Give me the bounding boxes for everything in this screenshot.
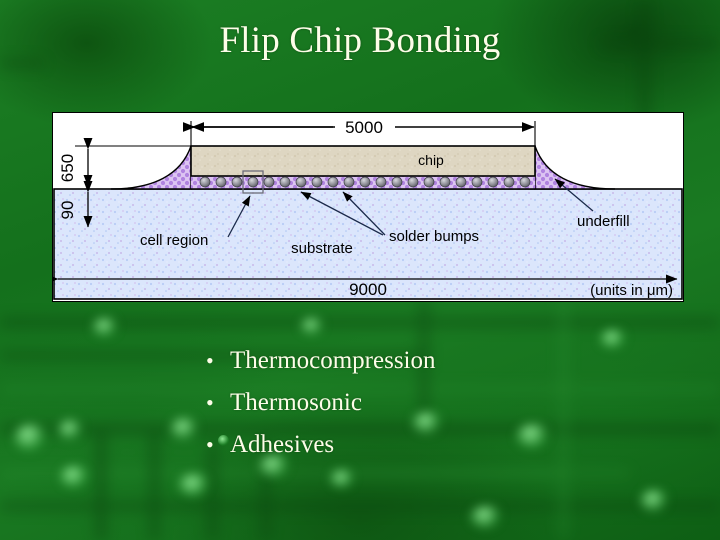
diagram-svg: chip (53, 118, 683, 300)
bullet-list: • Thermocompression • Thermosonic • Adhe… (206, 340, 626, 466)
underfill-label: underfill (577, 213, 630, 230)
solder-bump-row (199, 176, 531, 188)
bullet-label: Thermocompression (230, 347, 436, 374)
dimension-9000-label: 9000 (349, 280, 387, 299)
flip-chip-diagram: chip (52, 112, 684, 302)
dimension-chip-height: 650 (58, 137, 191, 190)
bullet-label: Thermosonic (230, 389, 362, 416)
bullet-marker: • (206, 348, 214, 373)
dimension-5000-label: 5000 (345, 118, 383, 137)
bullet-label: Adhesives (230, 431, 335, 458)
solder-bumps-label: solder bumps (389, 228, 479, 245)
callout-solder-bumps: solder bumps (300, 191, 479, 245)
units-note-label: (units in μm) (590, 282, 673, 299)
dimension-chip-width: 5000 (182, 118, 536, 146)
list-item: • Thermocompression (206, 340, 626, 382)
page-title: Flip Chip Bonding (219, 20, 501, 61)
list-item: • Adhesives (206, 424, 626, 466)
bullet-marker: • (206, 390, 214, 415)
bullet-marker: • (206, 432, 214, 457)
cell-region-highlight-box (242, 170, 264, 194)
list-item: • Thermosonic (206, 382, 626, 424)
dimension-90-label: 90 (58, 201, 77, 220)
callout-cell-region: cell region (140, 195, 251, 249)
cell-region-label: cell region (140, 232, 208, 249)
callout-underfill: underfill (554, 178, 630, 230)
dimension-substrate-height: 90 (58, 180, 93, 228)
dimension-substrate-width: 9000 (53, 274, 678, 299)
substrate-label: substrate (291, 240, 353, 257)
chip-label: chip (418, 152, 444, 168)
dimension-650-label: 650 (58, 154, 77, 182)
